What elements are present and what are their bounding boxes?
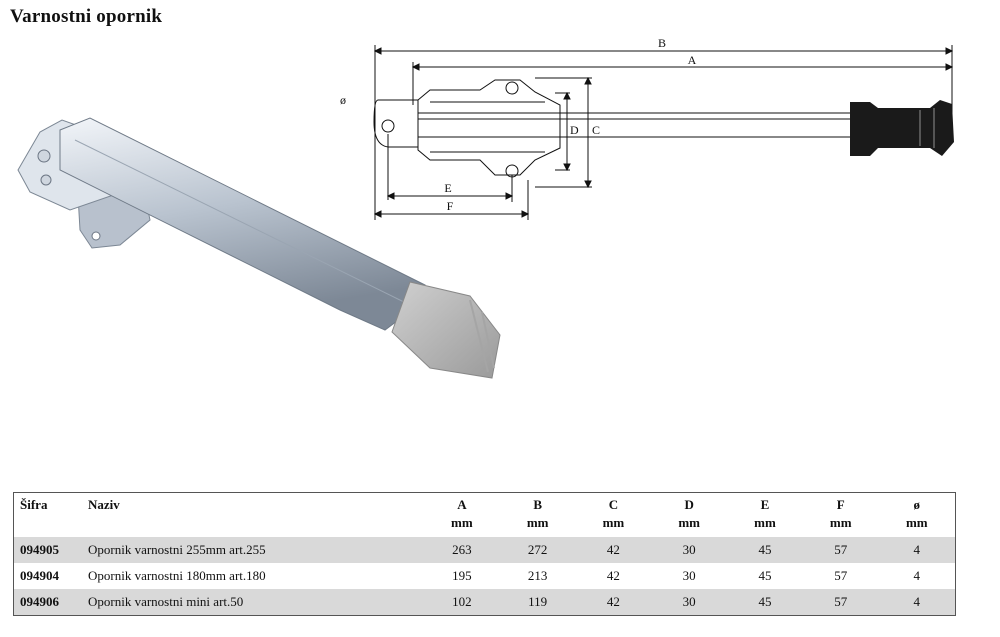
cell-c: 42 bbox=[606, 594, 620, 609]
cell-d: 30 bbox=[682, 542, 696, 557]
dim-label-b: B bbox=[658, 36, 666, 50]
cell-a: 102 bbox=[452, 594, 472, 609]
cell-code: 094905 bbox=[20, 542, 59, 557]
cell-dia: 4 bbox=[913, 568, 921, 583]
cell-e: 45 bbox=[758, 542, 772, 557]
plate-hole bbox=[91, 231, 101, 241]
cell-d: 30 bbox=[682, 568, 696, 583]
cell-c: 42 bbox=[606, 542, 620, 557]
technical-drawing: B A ø D C E F bbox=[340, 36, 954, 220]
rivet bbox=[40, 174, 52, 186]
dim-label-a: A bbox=[688, 53, 697, 67]
cell-name: Opornik varnostni mini art.50 bbox=[88, 594, 244, 609]
dim-label-e: E bbox=[444, 181, 451, 195]
table-row: 094905 Opornik varnostni 255mm art.255 2… bbox=[13, 537, 956, 563]
cell-code: 094906 bbox=[20, 594, 59, 609]
table-row: 094904 Opornik varnostni 180mm art.180 1… bbox=[14, 563, 956, 589]
product-photo bbox=[17, 117, 501, 379]
table-row: 094906 Opornik varnostni mini art.50 102… bbox=[13, 589, 956, 616]
dim-label-f: F bbox=[447, 199, 454, 213]
cell-b: 119 bbox=[528, 594, 548, 609]
drawing-bracket-hole bbox=[505, 81, 519, 95]
cell-name: Opornik varnostni 180mm art.180 bbox=[88, 568, 266, 583]
cell-f: 57 bbox=[834, 568, 848, 583]
cell-f: 57 bbox=[834, 542, 848, 557]
cell-f: 57 bbox=[834, 594, 848, 609]
cell-dia: 4 bbox=[913, 594, 921, 609]
cell-b: 272 bbox=[527, 542, 548, 557]
drawing-pivot-hole bbox=[381, 119, 395, 133]
cell-dia: 4 bbox=[913, 542, 921, 557]
drawing-foot bbox=[850, 100, 954, 156]
drawing-bar bbox=[417, 112, 867, 138]
dim-label-d: D bbox=[570, 123, 579, 137]
dim-label-c: C bbox=[592, 123, 600, 137]
drawing-bracket bbox=[417, 79, 561, 176]
cell-a: 195 bbox=[452, 568, 472, 583]
page-title: Varnostni opornik bbox=[10, 6, 163, 27]
cell-b: 213 bbox=[527, 568, 548, 583]
cell-e: 45 bbox=[758, 568, 772, 583]
dim-label-dia: ø bbox=[340, 93, 346, 107]
rubber-foot bbox=[391, 281, 501, 379]
rivet bbox=[37, 149, 51, 163]
drawing-hinge-end bbox=[373, 99, 419, 148]
cell-code: 094904 bbox=[20, 568, 59, 583]
cell-name: Opornik varnostni 255mm art.255 bbox=[88, 542, 266, 557]
cell-a: 263 bbox=[452, 542, 472, 557]
cell-c: 42 bbox=[606, 568, 620, 583]
header-naziv: Naziv bbox=[88, 497, 120, 512]
cell-d: 30 bbox=[682, 594, 696, 609]
cell-e: 45 bbox=[758, 594, 772, 609]
header-sifra: Šifra bbox=[20, 497, 48, 512]
